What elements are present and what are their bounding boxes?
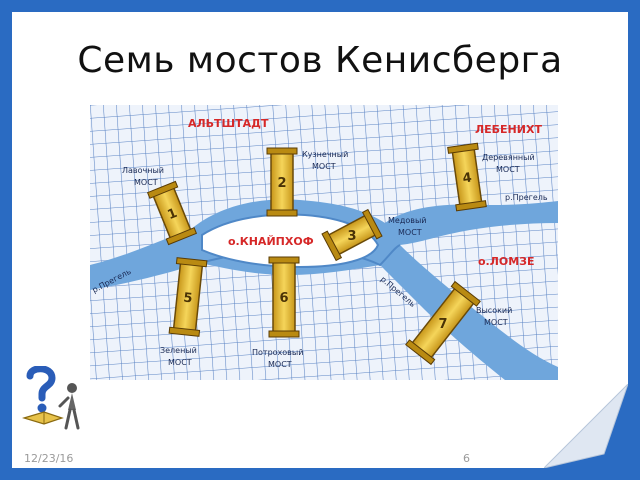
bridge-2-number: 2	[277, 176, 286, 191]
slide-title: Семь мостов Кенисберга	[77, 40, 563, 81]
slide-date: 12/23/16	[24, 452, 74, 465]
bridge-4-number: 4	[462, 170, 473, 186]
bridge-5-number: 5	[183, 291, 194, 307]
bridge-6: 6	[268, 256, 300, 338]
slide-page-number: 6	[463, 452, 470, 465]
bridge-4: 4	[447, 142, 487, 212]
bridge-3: 3	[321, 208, 383, 262]
bridge-6-label-line1: Потроховый	[252, 348, 303, 357]
bridge-7: 7	[405, 280, 481, 366]
bridge-7-number: 7	[438, 317, 447, 332]
bridge-2: 2	[266, 147, 298, 217]
district-lomze: о.ЛОМЗЕ	[478, 255, 535, 268]
bridge-3-label-line2: МОСТ	[398, 228, 422, 237]
bridge-4-label-line2: МОСТ	[496, 165, 520, 174]
page-curl-icon	[544, 384, 628, 468]
bridge-2-label-line1: Кузнечный	[302, 150, 348, 159]
bridge-7-label-line1: Высокий	[476, 306, 512, 315]
bridge-7-label-line2: МОСТ	[484, 318, 508, 327]
bridge-1-label-line1: Лавочный	[122, 166, 164, 175]
konigsberg-map: АЛЬТШТАДТ ЛЕБЕНИХТ о.КНАЙПХОФ о.ЛОМЗЕ р.…	[90, 105, 558, 380]
bridge-5: 5	[168, 257, 208, 337]
bridge-4-label-line1: Деревянный	[482, 153, 535, 162]
bridge-2-label-line2: МОСТ	[312, 162, 336, 171]
bridge-1: 1	[146, 180, 198, 246]
bridge-3-number: 3	[347, 229, 356, 244]
district-lebenikht: ЛЕБЕНИХТ	[475, 123, 542, 136]
bridge-6-label-line2: МОСТ	[268, 360, 292, 369]
district-knaiphof: о.КНАЙПХОФ	[228, 235, 314, 248]
bridge-5-label-line1: Зеленый	[160, 346, 197, 355]
district-altshtadt: АЛЬТШТАДТ	[188, 117, 269, 130]
bridge-3-label-line1: Медовый	[388, 216, 426, 225]
bridge-5-label-line2: МОСТ	[168, 358, 192, 367]
question-reader-icon	[22, 366, 80, 430]
river-label-right: р.Прегель	[505, 193, 548, 202]
bridge-1-label-line2: МОСТ	[134, 178, 158, 187]
bridge-6-number: 6	[279, 291, 288, 306]
